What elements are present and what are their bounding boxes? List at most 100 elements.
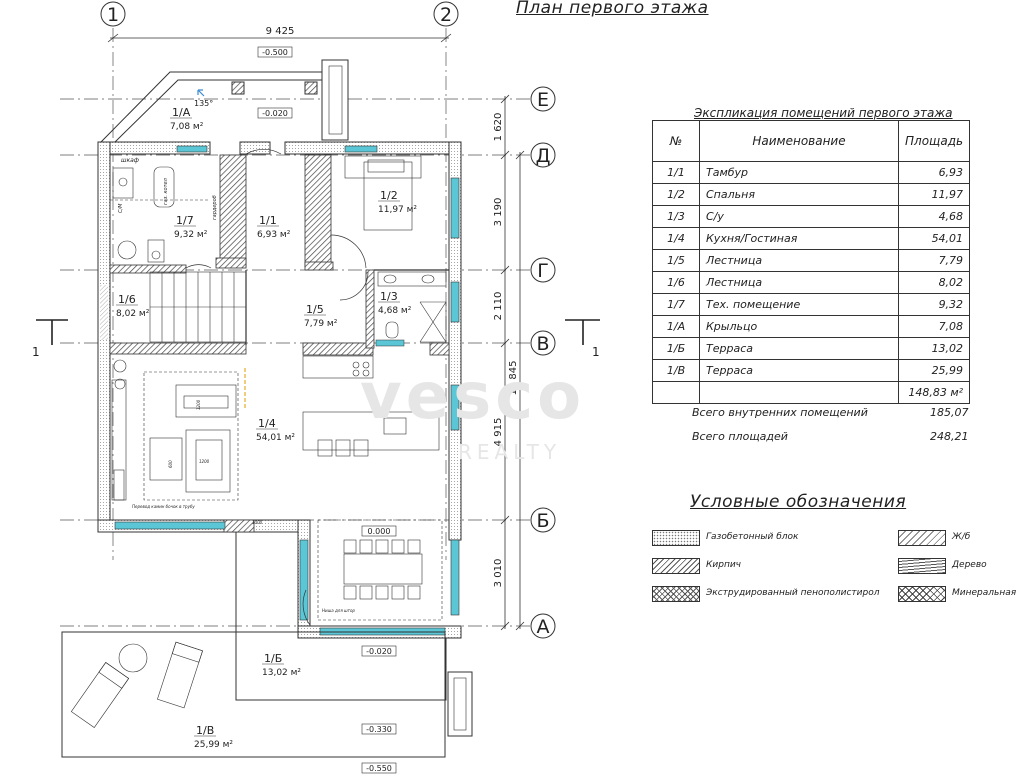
- empty-cell: [699, 381, 899, 404]
- room-area: 6,93 м²: [257, 230, 291, 240]
- row-axis-label: В: [536, 333, 549, 355]
- legend-label: Минеральная в: [952, 588, 1018, 598]
- sofa-dimension: 600: [168, 460, 173, 468]
- level-tag: [361, 723, 397, 735]
- room-number-cell: 1/4: [652, 227, 700, 250]
- row-axis-label: Е: [537, 89, 549, 111]
- legend-swatch: [898, 586, 946, 602]
- boiler-label: газ. котел: [163, 177, 169, 205]
- page-title: План первого этажа: [516, 0, 709, 18]
- column-header-area: Площадь: [897, 120, 971, 162]
- tech-room-fixtures: [112, 166, 175, 263]
- watermark-subtitle: REALTY: [458, 440, 562, 464]
- room-number-cell: 1/5: [652, 249, 700, 272]
- room-number-cell: 1/6: [652, 271, 700, 294]
- room-number-cell: 1/3: [652, 205, 700, 228]
- room-id: 1/6: [118, 293, 136, 306]
- column-header-number: №: [652, 120, 700, 162]
- room-area: 4,68 м²: [378, 306, 412, 316]
- room-area-cell: 9,32: [897, 293, 971, 316]
- room-area-cell: 8,02: [897, 271, 971, 294]
- level-mark: -0.020: [262, 109, 288, 118]
- room-name-cell: С/у: [699, 205, 899, 228]
- room-number-cell: 1/7: [652, 293, 700, 316]
- room-area-cell: 25,99: [897, 359, 971, 382]
- sofa-dimension: 1200: [196, 399, 201, 410]
- empty-cell: [652, 381, 700, 404]
- niche-note: Ниша для штор: [322, 608, 355, 613]
- table-sum-row: 148,83 м²: [652, 381, 971, 404]
- room-area-cell: 4,68: [897, 205, 971, 228]
- room-label-1-1: 1/1 6,93 м²: [257, 214, 291, 240]
- porch-post: [231, 81, 245, 95]
- top-dimension: [107, 33, 452, 43]
- bedroom-furniture: [344, 155, 422, 231]
- fireplace-note: Перевод камин бочок в трубу: [132, 504, 195, 509]
- room-id: 1/5: [306, 303, 324, 316]
- explication-title: Экспликация помещений первого этажа: [694, 106, 953, 120]
- level-mark: -0.500: [262, 48, 288, 57]
- legend-label: Кирпич: [706, 560, 742, 570]
- dimension-value: 3 010: [493, 559, 504, 588]
- terrace-outline: [61, 532, 447, 758]
- column-header-name: Наименование: [699, 120, 899, 162]
- dimension-value: 3 190: [493, 198, 504, 227]
- level-tag: [361, 645, 397, 657]
- legend-label: Экструдированный пенополистирол: [706, 588, 880, 598]
- room-name-cell: Терраса: [699, 337, 899, 360]
- room-area: 7,08 м²: [170, 122, 204, 132]
- room-label-1-2: 1/2 11,97 м²: [378, 189, 417, 215]
- legend-label: Газобетонный блок: [706, 532, 799, 542]
- terrace-column: [447, 671, 473, 737]
- row-axis-label: Г: [537, 260, 549, 282]
- room-number-cell: 1/А: [652, 315, 700, 338]
- wall-hatch: [100, 285, 108, 340]
- legend-swatch: [652, 558, 700, 574]
- terrace-column-inner: [453, 677, 467, 731]
- table-header-row: № Наименование Площадь: [652, 120, 971, 162]
- dimension-value: 2 110: [493, 292, 504, 321]
- room-area-cell: 6,93: [897, 161, 971, 184]
- level-mark: -0.550: [366, 764, 392, 773]
- room-id: 1/1: [259, 214, 277, 227]
- room-name-cell: Тех. помещение: [699, 293, 899, 316]
- watermark-logo: vesco: [360, 360, 586, 434]
- total-all-label: Всего площадей: [692, 430, 788, 443]
- room-label-1V: 1/В 25,99 м²: [194, 724, 233, 750]
- legend-label: Ж/б: [952, 532, 971, 542]
- room-id: 1/7: [176, 214, 194, 227]
- legend-swatch: [898, 530, 946, 546]
- doors: [185, 148, 369, 626]
- section-mark-right: [565, 319, 600, 345]
- interior-walls: [109, 154, 450, 533]
- room-id: 1/Б: [264, 652, 282, 665]
- legend-swatch: [652, 586, 700, 602]
- section-mark-left: [36, 319, 68, 345]
- room-name-cell: Терраса: [699, 359, 899, 382]
- room-area: 11,97 м²: [378, 205, 417, 215]
- room-label-1A: 1/А 7,08 м² 135°: [170, 99, 213, 132]
- room-area-cell: 54,01: [897, 227, 971, 250]
- room-name-cell: Спальня: [699, 183, 899, 206]
- room-number-cell: 1/Б: [652, 337, 700, 360]
- dimension-value: 1 620: [493, 113, 504, 142]
- level-mark: -0.020: [366, 647, 392, 656]
- level-mark: 0.000: [368, 527, 391, 536]
- room-label-1-3: 1/3 4,68 м²: [378, 290, 412, 316]
- dim-label: 1000: [252, 520, 263, 525]
- room-area: 25,99 м²: [194, 740, 233, 750]
- column-axis-label: 1: [107, 4, 119, 26]
- room-area: 54,01 м²: [256, 433, 295, 443]
- overall-height-dimension: 14 845: [508, 361, 519, 396]
- room-id: 1/4: [258, 417, 276, 430]
- row-axis-label: Б: [536, 510, 549, 532]
- level-tag: [361, 525, 397, 537]
- wardrobe-label: гардероб: [212, 195, 218, 220]
